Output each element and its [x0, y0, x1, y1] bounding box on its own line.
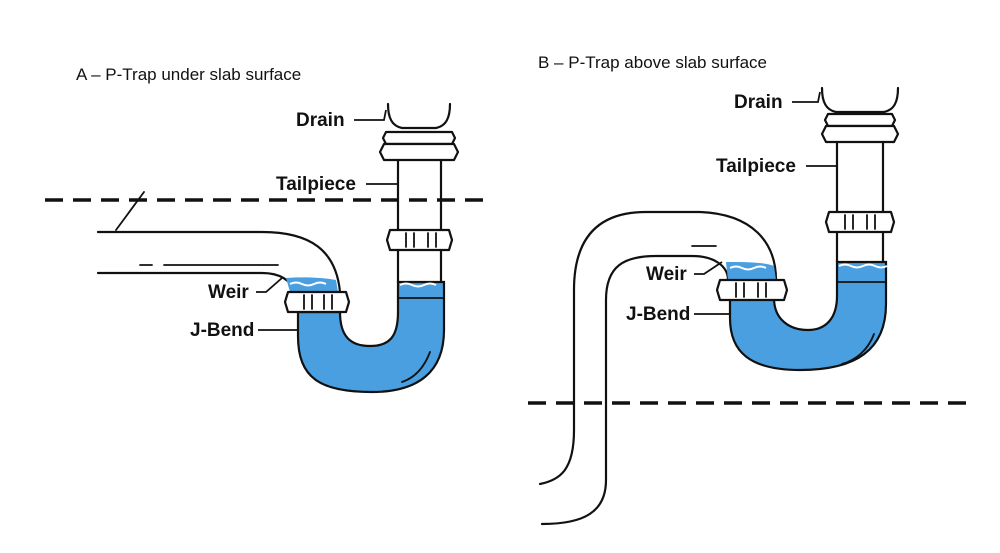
panel-a-drain-label: Drain	[296, 110, 345, 131]
panel-a-weir-label: Weir	[208, 282, 249, 303]
panel-b-riser	[835, 230, 885, 264]
panel-b-drain-basin	[820, 86, 900, 114]
panel-b-tailpiece	[835, 140, 885, 214]
panel-a-tailpiece-label: Tailpiece	[276, 174, 356, 195]
panel-b-j-bend	[728, 260, 888, 372]
panel-a-j-bend-nut	[283, 290, 351, 314]
panel-b-drain-nut	[820, 112, 900, 144]
panel-a-j-bend-label: J-Bend	[190, 320, 254, 341]
panel-a-riser	[396, 248, 443, 284]
panel-b-drain-label: Drain	[734, 92, 783, 113]
panel-b-weir-label: Weir	[646, 264, 687, 285]
panel-a-caption: A – P-Trap under slab surface	[76, 65, 301, 84]
panel-a-trap-arm	[96, 191, 342, 294]
panel-a-drain-basin	[386, 102, 452, 130]
panel-a-j-bend	[296, 280, 446, 394]
panel-a-tailpiece	[396, 158, 443, 232]
panel-a-tailpiece-nut	[385, 228, 454, 252]
panel-b-tailpiece-label: Tailpiece	[716, 156, 796, 177]
panel-b-caption: B – P-Trap above slab surface	[538, 53, 767, 72]
panel-a-drain-nut	[378, 130, 460, 162]
panel-b-tailpiece-nut	[824, 210, 896, 234]
panel-b: B – P-Trap above slab surface	[528, 53, 968, 526]
panel-b-trap-arm	[538, 210, 778, 526]
panel-b-j-bend-label: J-Bend	[626, 304, 690, 325]
panel-a: A – P-Trap under slab surface	[45, 65, 485, 394]
panel-b-j-bend-nut	[715, 278, 789, 302]
